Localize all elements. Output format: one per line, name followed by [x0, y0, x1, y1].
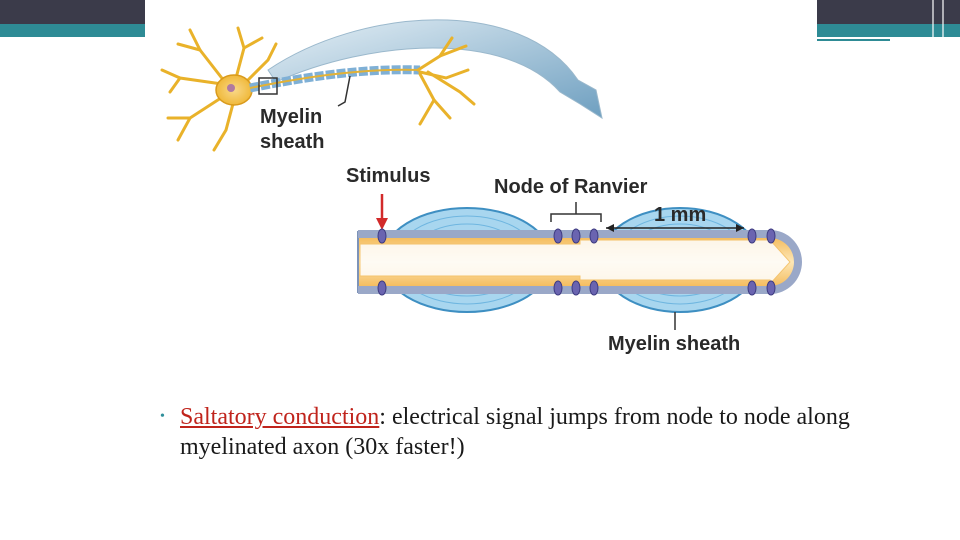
node-bracket: [550, 202, 602, 222]
top-bar-right-divider-2: [942, 0, 944, 45]
node-of-ranvier-label: Node of Ranvier: [494, 176, 648, 198]
stimulus-arrow: [376, 194, 388, 230]
stimulus-label: Stimulus: [346, 165, 430, 187]
scale-label: 1 mm: [654, 204, 706, 226]
bullet-description: : electrical signal jumps from node to n…: [180, 404, 850, 460]
bullet-text: Saltatory conduction: electrical signal …: [180, 402, 880, 462]
top-bar-right-line: [817, 39, 890, 41]
scale-arrow: [606, 224, 744, 232]
top-bar-right-dark: [817, 0, 960, 24]
myelin-sheath-top-label-line2: sheath: [260, 131, 324, 153]
myelin-sheath-top-label-line1: Myelin: [260, 106, 322, 128]
big-curved-arrow: [267, 19, 603, 120]
bullet-point: • Saltatory conduction: electrical signa…: [160, 402, 880, 462]
top-bar-left-teal: [0, 24, 145, 37]
myelin-sheath-bottom-label: Myelin sheath: [608, 333, 740, 355]
top-bar-left-dark: [0, 0, 145, 24]
neuron-cell: [160, 26, 476, 152]
bullet-marker: •: [160, 409, 165, 424]
myelinated-axon-diagram: Myelin sheath Stimulus Node of Ranvier: [160, 19, 802, 355]
ion-channels: [377, 228, 776, 296]
top-bar-right-teal: [817, 24, 960, 37]
saltatory-conduction-term[interactable]: Saltatory conduction: [180, 404, 380, 430]
top-bar-right-divider-1: [932, 0, 934, 37]
